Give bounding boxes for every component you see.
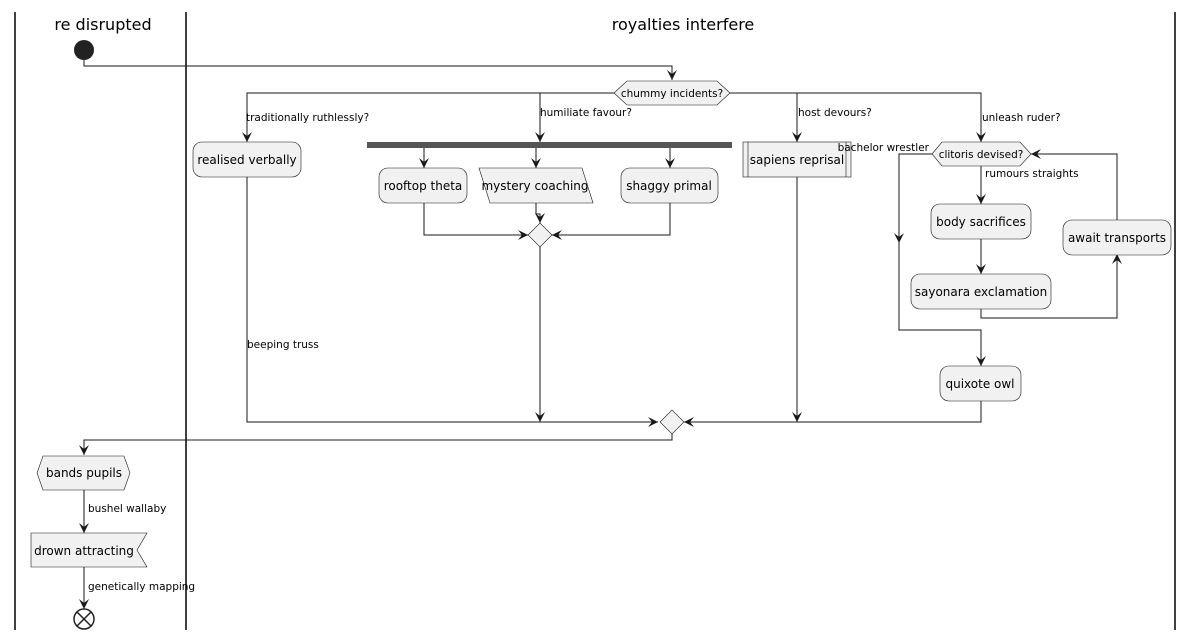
action-label: shaggy primal [626, 179, 712, 193]
edge-loop-exit-to-owl [898, 243, 986, 366]
merge-diamond-main [659, 409, 685, 435]
edge-label-genetically-mapping: genetically mapping [88, 581, 195, 593]
merge-diamond-fork [527, 222, 553, 248]
loop-exit-label: bachelor wrestler [838, 142, 930, 154]
edge-sayonara-to-await [980, 254, 1122, 319]
action-label: quixote owl [945, 377, 1014, 391]
branch-label-1: traditionally ruthlessly? [246, 112, 369, 124]
input-mystery-coaching [478, 167, 594, 204]
branch-label-2: humiliate favour? [540, 107, 632, 119]
edge-label-beeping-truss: beeping truss [247, 339, 319, 351]
start-node [74, 40, 94, 60]
swimlane-title-right: royalties interfere [612, 15, 755, 34]
action-label: sapiens reprisal [750, 153, 845, 167]
fork-bar [367, 142, 732, 148]
send-signal-drown-attracting [30, 532, 148, 568]
action-bands-pupils [36, 455, 131, 491]
action-label: await transports [1068, 231, 1166, 245]
decision-label: chummy incidents? [621, 88, 723, 100]
edge-branch-1 [242, 92, 614, 142]
edge-to-merge-3 [552, 203, 671, 240]
end-node-cross-b [76, 611, 92, 627]
action-rooftop-theta [378, 167, 468, 204]
edge-await-back-to-loop [1031, 149, 1118, 220]
edge-merge-to-tail [79, 434, 673, 455]
edge-start-to-decision [83, 60, 677, 80]
swimlane-title-left: re disrupted [54, 15, 151, 34]
action-label: realised verbally [197, 153, 296, 167]
edge-owl-to-merge [684, 401, 982, 427]
branch-label-4: unleash ruder? [982, 112, 1061, 124]
loop-entry-label: rumours straights [985, 168, 1079, 180]
edge-to-merge-2 [535, 203, 545, 223]
action-label: drown attracting [34, 544, 134, 558]
action-label: sayonara exclamation [915, 285, 1048, 299]
branch-label-3: host devours? [798, 107, 872, 119]
edge-to-merge-1 [423, 203, 528, 240]
action-label: mystery coaching [481, 179, 588, 193]
edge-branch-4 [730, 92, 986, 142]
action-label: bands pupils [46, 466, 122, 480]
action-label: rooftop theta [384, 179, 463, 193]
edge-loop-exit-arrow [894, 153, 932, 243]
edge-label-bushel-wallaby: bushel wallaby [88, 503, 166, 515]
action-label: body sacrifices [936, 215, 1026, 229]
edge-branch-1-to-merge [246, 177, 658, 427]
loop-decision-label: clitoris devised? [939, 149, 1024, 161]
subprocess-sapiens-reprisal [742, 141, 852, 178]
